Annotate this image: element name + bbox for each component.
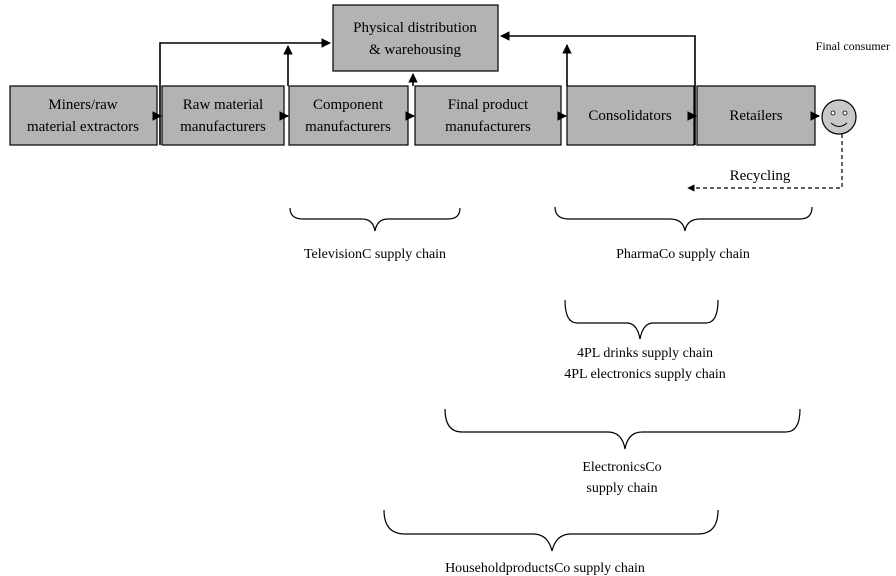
final-product-label-2: manufacturers	[445, 119, 531, 135]
component-box: Component manufacturers	[288, 85, 409, 146]
electronics-chain-label-1: ElectronicsCo	[582, 460, 661, 475]
component-label-2: manufacturers	[305, 119, 391, 135]
arrow-upstream-to-warehousing	[159, 38, 331, 145]
pharma-brace	[554, 206, 813, 232]
electronics-chain-label-2: supply chain	[586, 481, 657, 496]
recycling-label: Recycling	[730, 168, 791, 184]
pharma-chain-label: PharmaCo supply chain	[616, 247, 750, 262]
television-brace	[289, 207, 461, 232]
television-chain-label: TelevisionC supply chain	[304, 247, 446, 262]
household-chain-label: HouseholdproductsCo supply chain	[445, 561, 645, 576]
fourpl-electronics-label: 4PL electronics supply chain	[564, 367, 726, 382]
retailers-box: Retailers	[696, 85, 816, 146]
final-product-box: Final product manufacturers	[414, 85, 562, 146]
consolidators-label: Consolidators	[588, 108, 671, 124]
fourpl-drinks-label: 4PL drinks supply chain	[577, 346, 713, 361]
component-label-1: Component	[313, 97, 384, 113]
electronics-brace	[444, 408, 801, 450]
arrow-warehousing-retailers	[500, 31, 696, 145]
retailers-label: Retailers	[729, 108, 782, 124]
recycling-arrow	[687, 134, 843, 192]
raw-material-box: Raw material manufacturers	[161, 85, 285, 146]
warehousing-box: Physical distribution & warehousing	[332, 4, 499, 72]
miners-box: Miners/raw material extractors	[9, 85, 158, 146]
miners-label-2: material extractors	[27, 119, 139, 135]
warehousing-label-1: Physical distribution	[353, 20, 477, 36]
raw-material-label-2: manufacturers	[180, 119, 266, 135]
raw-material-label-1: Raw material	[183, 97, 263, 113]
final-product-label-1: Final product	[448, 97, 529, 113]
final-consumer-label: Final consumer	[816, 39, 890, 53]
household-brace	[383, 509, 719, 552]
miners-label-1: Miners/raw	[48, 97, 117, 113]
warehousing-label-2: & warehousing	[369, 42, 462, 58]
consolidators-box: Consolidators	[566, 85, 695, 146]
smiley-face-icon	[821, 99, 857, 135]
fourpl-brace	[564, 299, 719, 340]
